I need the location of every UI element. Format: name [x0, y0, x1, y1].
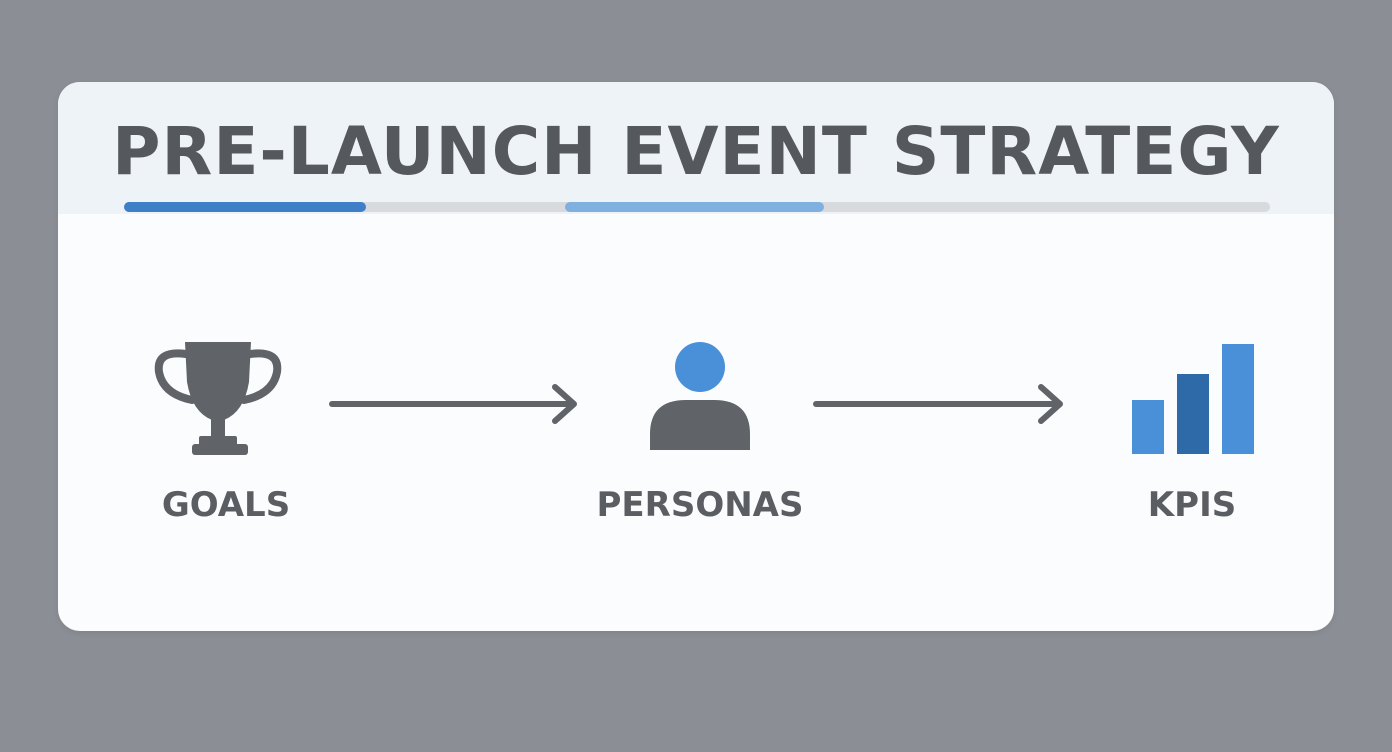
card-header: PRE-LAUNCH EVENT STRATEGY	[58, 82, 1334, 214]
flow-diagram	[154, 342, 1254, 455]
step-label-goals: GOALS	[161, 485, 291, 525]
step-label-kpis: KPIS	[1147, 485, 1237, 525]
progress-track	[124, 202, 1270, 212]
step-label-personas: PERSONAS	[596, 485, 804, 525]
progress-segment-2	[565, 202, 824, 212]
arrow-1	[329, 384, 577, 424]
person-icon	[650, 342, 750, 450]
strategy-card: PRE-LAUNCH EVENT STRATEGY	[58, 82, 1334, 631]
arrow-2	[813, 384, 1063, 424]
bar-chart-icon	[1132, 344, 1254, 454]
trophy-icon	[154, 342, 282, 455]
progress-segment-1	[124, 202, 366, 212]
page-title: PRE-LAUNCH EVENT STRATEGY	[112, 113, 1280, 190]
